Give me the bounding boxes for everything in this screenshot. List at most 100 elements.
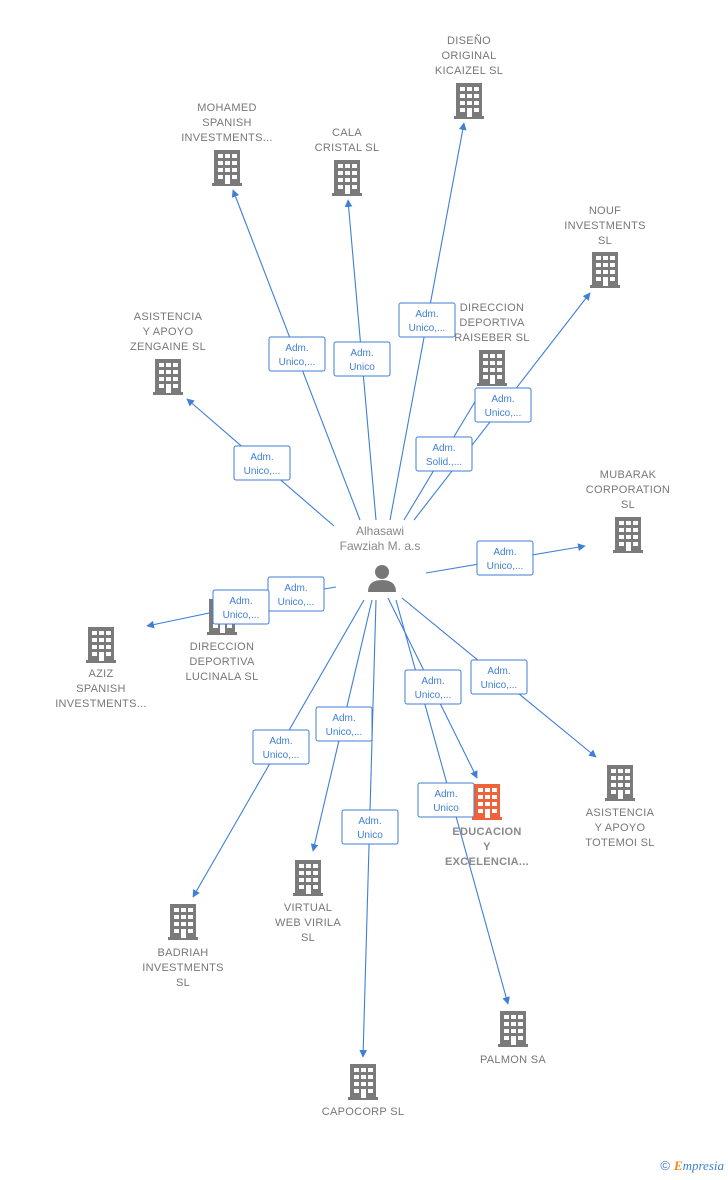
company-name-line: NOUF: [589, 205, 621, 217]
role-label-text: Adm.: [487, 666, 510, 677]
company-name-line: DISEÑO: [447, 34, 491, 47]
role-label-text: Adm.: [350, 348, 373, 359]
role-label-mohamed[interactable]: Adm.Unico,...: [268, 336, 326, 372]
company-name-line: SL: [621, 499, 635, 511]
person-icon: [368, 565, 396, 592]
role-label-text: Unico,...: [279, 357, 316, 368]
company-name-line: AZIZ: [88, 668, 113, 680]
company-node-mohamed[interactable]: MOHAMEDSPANISHINVESTMENTS...: [181, 102, 273, 186]
company-name-line: DIRECCION: [460, 302, 524, 314]
company-name-line: WEB VIRILA: [275, 917, 341, 929]
building-icon: [605, 765, 635, 801]
building-icon: [454, 83, 484, 119]
company-name-line: CALA: [332, 127, 362, 139]
company-name-line: SL: [598, 235, 612, 247]
company-name-line: Y: [483, 841, 491, 853]
role-label-lucinala[interactable]: Adm.Unico,...: [267, 576, 325, 612]
role-label-text: Adm.: [229, 596, 252, 607]
company-node-cala[interactable]: CALA CRISTAL SL: [315, 127, 380, 196]
role-label-text: Adm.: [358, 816, 381, 827]
company-name-line: SPANISH: [202, 117, 252, 129]
building-icon: [348, 1064, 378, 1100]
company-name-line: EXCELENCIA...: [445, 856, 529, 868]
role-label-box: [212, 589, 270, 625]
role-label-text: Unico,...: [278, 597, 315, 608]
role-label-text: Unico: [433, 803, 459, 814]
building-icon: [477, 350, 507, 386]
company-name-line: CAPOCORP SL: [322, 1106, 405, 1118]
role-label-badriah[interactable]: Adm.Unico,...: [252, 729, 310, 765]
role-label-box: [233, 445, 291, 481]
role-label-aziz[interactable]: Adm. Unico,...: [212, 589, 270, 625]
company-node-palmon[interactable]: PALMON SA: [480, 1011, 546, 1066]
role-label-text: Adm.: [432, 443, 455, 454]
person-name-line: Alhasawi: [356, 524, 404, 538]
role-label-virtual[interactable]: Adm.Unico,...: [315, 706, 373, 742]
role-label-text: Adm.: [421, 676, 444, 687]
role-label-educacion[interactable]: Adm.Unico,...: [404, 669, 462, 705]
company-name-line: BADRIAH: [158, 947, 209, 959]
role-label-nouf[interactable]: Adm. Solid.,...: [415, 436, 473, 472]
role-label-box: [470, 659, 528, 695]
role-label-text: Adm.: [434, 789, 457, 800]
role-label-box: [404, 669, 462, 705]
role-label-text: Unico,...: [244, 466, 281, 477]
building-icon: [590, 252, 620, 288]
role-label-box: [333, 341, 391, 377]
role-label-box: [417, 782, 475, 818]
role-label-text: Adm.: [415, 309, 438, 320]
role-label-text: Solid.,...: [426, 457, 462, 468]
building-icon: [293, 860, 323, 896]
role-label-text: Unico,...: [263, 750, 300, 761]
role-label-asistencia-zengaine[interactable]: Adm.Unico,...: [233, 445, 291, 481]
company-name-line: CRISTAL SL: [315, 142, 380, 154]
company-name-line: SL: [176, 977, 190, 989]
building-icon: [613, 517, 643, 553]
company-name-line: INVESTMENTS...: [181, 132, 273, 144]
building-icon: [86, 627, 116, 663]
company-name-line: VIRTUAL: [284, 902, 332, 914]
role-label-cala[interactable]: Adm. Unico: [333, 341, 391, 377]
role-label-text: Adm.: [332, 713, 355, 724]
company-node-capocorp[interactable]: CAPOCORP SL: [322, 1064, 405, 1118]
role-label-totemoi[interactable]: Adm.Unico,...: [470, 659, 528, 695]
person-name-line: Fawziah M. a.s: [340, 539, 421, 553]
company-node-educacion[interactable]: EDUCACIONYEXCELENCIA...: [445, 784, 529, 868]
role-label-mubarak[interactable]: Adm. Unico,...: [476, 540, 534, 576]
company-name-line: CORPORATION: [586, 484, 670, 496]
company-name-line: DIRECCION: [190, 641, 254, 653]
role-label-box: [474, 387, 532, 423]
company-node-aziz[interactable]: AZIZSPANISHINVESTMENTS...: [55, 627, 147, 710]
company-name-line: ORIGINAL: [442, 50, 497, 62]
company-name-line: DEPORTIVA: [189, 656, 255, 668]
role-label-box: [341, 809, 399, 845]
role-label-text: Adm.: [491, 394, 514, 405]
role-label-text: Unico,...: [409, 323, 446, 334]
role-label-box: [476, 540, 534, 576]
copyright-footer: ©Empresia: [660, 1158, 724, 1174]
brand-logo: Empresia: [673, 1158, 724, 1173]
building-icon: [472, 784, 502, 820]
company-name-line: RAISEBER SL: [454, 332, 529, 344]
role-label-text: Adm.: [493, 547, 516, 558]
role-label-box: [415, 436, 473, 472]
role-label-palmon[interactable]: Adm. Unico: [417, 782, 475, 818]
role-label-capocorp[interactable]: Adm.Unico: [341, 809, 399, 845]
company-name-line: SPANISH: [76, 683, 126, 695]
company-name-line: Y APOYO: [143, 326, 194, 338]
role-label-text: Unico: [349, 362, 375, 373]
role-label-diseno[interactable]: Adm. Unico,...: [398, 302, 456, 338]
role-label-raiseber[interactable]: Adm.Unico,...: [474, 387, 532, 423]
role-label-text: Unico,...: [487, 561, 524, 572]
role-label-text: Unico,...: [223, 610, 260, 621]
